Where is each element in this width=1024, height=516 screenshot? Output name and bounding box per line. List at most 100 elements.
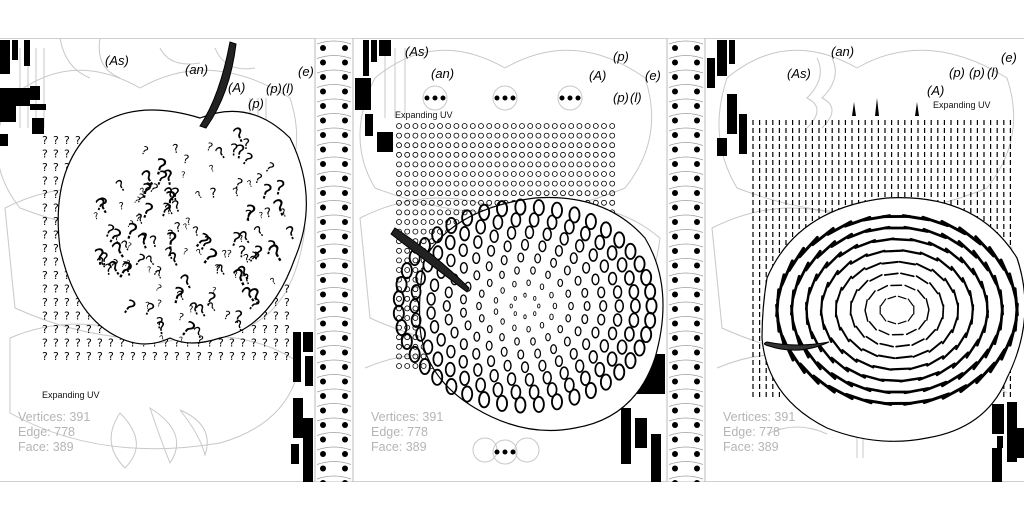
apple-circle-mark (499, 333, 505, 342)
label-As: (As) (787, 66, 811, 81)
grid-circle (412, 267, 419, 273)
spine-ring-right (694, 262, 700, 269)
grid-question-mark: ? (262, 323, 268, 336)
grid-circle (576, 190, 583, 197)
spine-ring-right (342, 480, 348, 482)
grid-circle (428, 209, 435, 216)
label-an: (an) (831, 44, 855, 59)
apple-circle-mark (459, 261, 468, 274)
label-p: (p) (266, 81, 282, 96)
grid-question-mark: ? (174, 350, 180, 363)
apple-circle-mark (473, 235, 483, 249)
grid-question-mark: ? (141, 350, 147, 363)
spine-ring-left (672, 204, 678, 211)
spine-ring-left (672, 219, 678, 225)
apple-question-mark: ? (258, 211, 264, 222)
apple-circle-mark (640, 268, 653, 287)
expanding-uv-label: Expanding UV (933, 100, 991, 110)
apple-dash-mark (899, 376, 923, 383)
apple-question-mark: ? (181, 247, 189, 258)
apple-dash-mark (890, 367, 911, 371)
grid-circle (396, 199, 402, 206)
apple-circle-mark (520, 238, 530, 251)
apple-circle-mark (512, 280, 517, 288)
apple-question-mark: ? (153, 267, 165, 282)
spine-arc (668, 432, 704, 436)
grid-question-mark: ? (218, 350, 224, 363)
spine-ring-left (672, 146, 678, 153)
apple-question-mark: ? (205, 140, 215, 154)
apple-circle-mark (473, 270, 481, 281)
apple-circle-mark (554, 355, 564, 368)
apple-dash-mark (938, 292, 944, 307)
grid-circle (510, 132, 517, 139)
grid-question-mark: ? (64, 323, 70, 336)
spine-arc (668, 229, 704, 233)
apple-circle-mark (492, 214, 504, 230)
apple-dash-mark (900, 272, 915, 278)
grid-circle (519, 190, 525, 197)
apple-question-mark: ? (118, 201, 125, 213)
grid-circle (560, 142, 566, 149)
spine-ring-right (342, 422, 348, 428)
grid-circle (543, 132, 550, 139)
grid-circle (527, 190, 534, 197)
grid-circle (609, 161, 616, 168)
apple-circle-mark (478, 203, 491, 221)
apple-dash-mark (890, 237, 914, 242)
spine-arc (668, 388, 704, 393)
grid-question-mark: ? (273, 323, 279, 336)
grid-circle (609, 151, 616, 158)
grid-circle (551, 132, 558, 139)
grid-circle (420, 209, 427, 216)
grid-circle (601, 123, 607, 129)
grid-circle (478, 142, 484, 149)
grid-circle (445, 132, 452, 139)
apple-circle-mark (432, 351, 444, 367)
grid-question-mark: ? (229, 350, 235, 363)
apple-question-mark: ? (140, 231, 148, 247)
apple-circle-mark (563, 336, 571, 347)
apple-circle-mark (461, 385, 474, 403)
apple-circle-mark (395, 275, 408, 293)
spine-arc (316, 55, 352, 59)
apple-circle-mark (591, 273, 600, 286)
grid-circle (453, 123, 460, 129)
grid-question-mark: ? (75, 350, 81, 363)
spine-arc (668, 374, 704, 378)
apple-circle-mark (486, 355, 496, 368)
apple-circle-mark (542, 227, 552, 242)
apple-question-mark: ? (278, 205, 290, 220)
grid-circle (396, 132, 402, 139)
apple-dash-mark (810, 331, 823, 353)
apple-question-mark: ? (194, 247, 205, 259)
spine-ring-left (672, 175, 678, 182)
grid-question-mark: ? (284, 337, 290, 350)
apple-circle-mark (588, 350, 598, 364)
grid-circle (404, 295, 411, 302)
grid-circle (486, 151, 493, 158)
grid-circle (576, 161, 583, 168)
grid-circle (494, 151, 501, 158)
spine-ring-left (320, 74, 326, 80)
apple-circle-mark (459, 226, 470, 242)
spine-ring-right (342, 465, 348, 472)
grid-question-mark: ? (64, 296, 70, 309)
apple-dash-mark (940, 232, 964, 248)
apple-circle-mark (539, 321, 545, 329)
grid-circle (461, 190, 468, 197)
grid-circle (396, 257, 402, 264)
apple-dash-mark (841, 275, 853, 291)
grid-question-mark: ? (174, 337, 180, 350)
grid-circle (584, 171, 591, 177)
spine-arc (668, 475, 704, 480)
grid-circle (568, 142, 575, 149)
apple-dash-mark (951, 316, 959, 334)
grid-circle (412, 363, 419, 369)
apple-question-mark: ? (153, 283, 163, 295)
apple-circle-mark (400, 332, 413, 350)
spine-arc (668, 403, 704, 407)
apple-dash-mark (926, 308, 930, 321)
apple-circle-mark (597, 313, 606, 326)
spine-ring-left (672, 465, 678, 472)
